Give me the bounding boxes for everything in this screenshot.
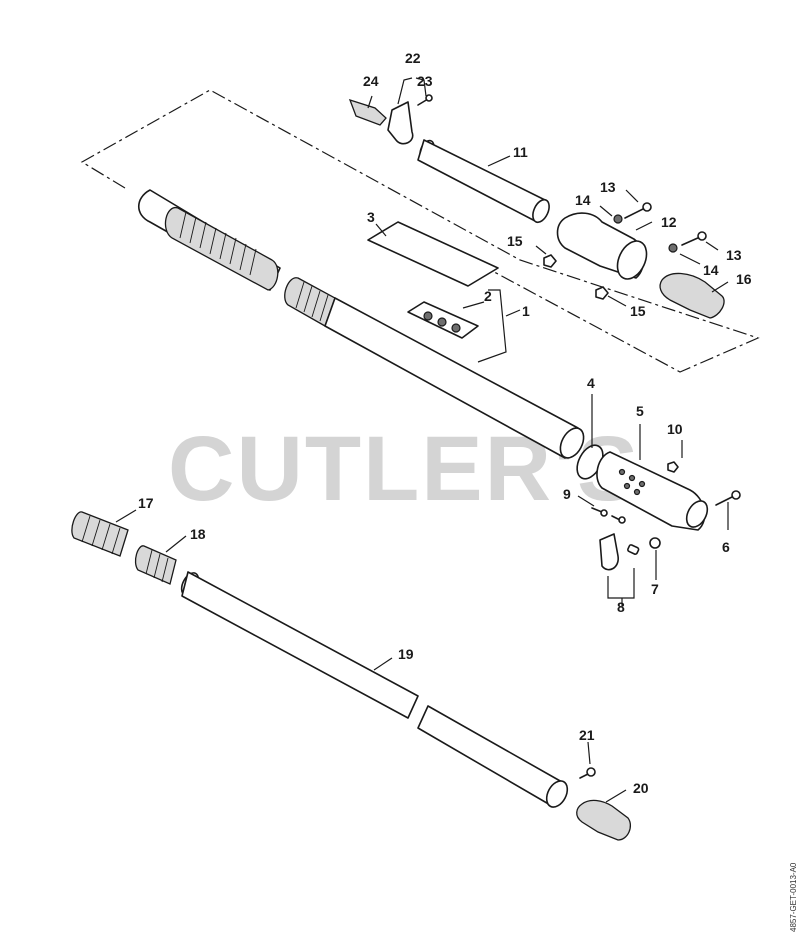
callout-1: 1: [522, 303, 530, 319]
part-12-housing: [556, 212, 648, 280]
part-14-washer-lower: [668, 243, 678, 253]
document-reference: 4857-GET-0013-A0: [789, 862, 798, 932]
part-8-spacer: [627, 544, 640, 555]
callout-6: 6: [722, 539, 730, 555]
callout-13-upper: 13: [600, 179, 616, 195]
callout-13-lower: 13: [726, 247, 742, 263]
upper-grip: [164, 207, 279, 291]
callout-18: 18: [190, 526, 206, 542]
part-13-screw-upper: [624, 202, 652, 219]
assembly-boundary-line: [80, 89, 760, 373]
part-23-screw: [417, 94, 433, 106]
callout-labels: 1 2 3 4 5 6 7 8 9 10 11 12 13 13 14 14 1…: [138, 50, 752, 796]
callout-23: 23: [417, 73, 433, 89]
callout-11: 11: [513, 144, 528, 160]
callout-19: 19: [398, 646, 414, 662]
callout-16: 16: [736, 271, 752, 287]
callout-9: 9: [563, 486, 571, 502]
part-6-screw: [715, 490, 741, 506]
part-1-handle-tube: [137, 189, 585, 459]
part-18-sleeve: [134, 545, 177, 585]
part-14-washer-upper: [613, 214, 623, 224]
part-15-nut-right: [595, 286, 609, 300]
callout-5: 5: [636, 403, 644, 419]
part-16-clip: [659, 272, 725, 319]
part-13-screw-lower: [681, 231, 707, 246]
callout-20: 20: [633, 780, 649, 796]
part-8-clamp: [599, 533, 619, 571]
callout-12: 12: [661, 214, 677, 230]
callout-4: 4: [587, 375, 595, 391]
part-20-end-cap: [576, 799, 632, 841]
callout-22: 22: [405, 50, 421, 66]
leader-lines: [115, 77, 729, 803]
callout-7: 7: [651, 581, 659, 597]
callout-3: 3: [367, 209, 375, 225]
part-19-tube: [180, 571, 569, 808]
callout-10: 10: [667, 421, 683, 437]
part-10-nut: [667, 461, 679, 473]
part-15-nut-left: [543, 254, 557, 268]
callout-15-right: 15: [630, 303, 646, 319]
part-11-tube: [417, 139, 550, 224]
part-2-decal: [407, 301, 479, 339]
part-3-label: [367, 221, 499, 287]
callout-21: 21: [579, 727, 595, 743]
part-22-bracket: [387, 101, 414, 145]
callout-15-left: 15: [507, 233, 523, 249]
part-17-sleeve: [71, 511, 129, 557]
callout-24: 24: [363, 73, 379, 89]
part-7-ring: [649, 537, 661, 549]
callout-8: 8: [617, 599, 625, 615]
callout-14-upper: 14: [575, 192, 591, 208]
callout-2: 2: [484, 288, 492, 304]
callout-14-lower: 14: [703, 262, 719, 278]
part-5-coupling: [596, 451, 709, 531]
part-24-clip: [348, 98, 387, 126]
callout-17: 17: [138, 495, 154, 511]
part-9-screw: [591, 507, 626, 524]
part-21-screw: [579, 767, 596, 779]
